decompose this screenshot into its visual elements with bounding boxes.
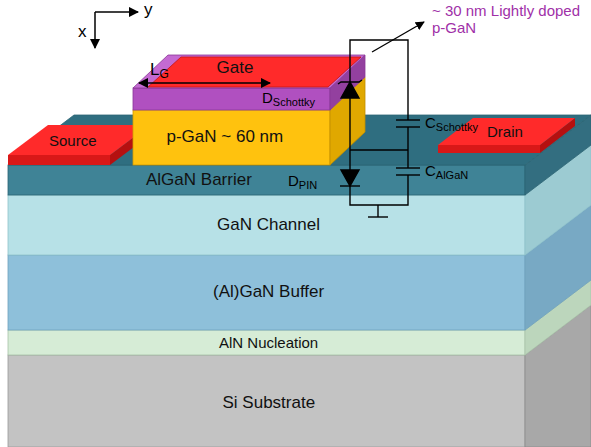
annotation-label: y [144,0,153,20]
layer-label-box: Gate [213,56,260,80]
layer-name: (Al)GaN Buffer [213,282,327,302]
gate-length-arrow [139,82,270,84]
annotation-label: D [288,172,299,189]
annotation-label: x [78,22,87,42]
layer-label-box: GaN Channel [213,213,327,237]
layer-label-box: p-GaN ~ 60 nm [163,125,290,149]
layer-name: Si Substrate [223,393,318,413]
layer-name: GaN Channel [217,215,323,235]
annotation-label: D [262,89,273,106]
source-contact [8,125,150,165]
layer-label-box: AlN Nucleation [215,332,325,353]
layer-name: p-GaN ~ 60 nm [167,127,286,147]
layer-label-box: Drain [483,121,529,142]
layer-name: AlN Nucleation [219,334,321,351]
annotation-label: L [150,60,159,80]
annotation-label: ~ 30 nm Lightly doped p-GaN [432,2,588,37]
layer-name: Drain [487,123,525,140]
layer-label-box: (Al)GaN Buffer [209,280,331,304]
annotation-label: C [425,162,436,179]
layer-name: AlGaN Barrier [146,170,254,190]
layer-name: Gate [217,58,256,78]
subscript: Schottky [436,121,478,134]
lightly-doped-p-gan-layer [133,55,365,110]
callout-arrow [372,22,424,52]
axis-arrows [95,12,138,48]
equivalent-circuit [338,40,420,217]
subscript: PIN [299,179,317,192]
subscript: G [159,68,168,82]
layer-label-box: AlGaN Barrier [142,168,258,192]
subscript: Schottky [273,96,315,109]
subscript: AlGaN [436,169,468,182]
layer-name: Source [49,132,99,149]
layer-label-box: Source [45,130,103,151]
annotation-label: C [425,114,436,131]
layer-label-box: Si Substrate [219,391,322,415]
